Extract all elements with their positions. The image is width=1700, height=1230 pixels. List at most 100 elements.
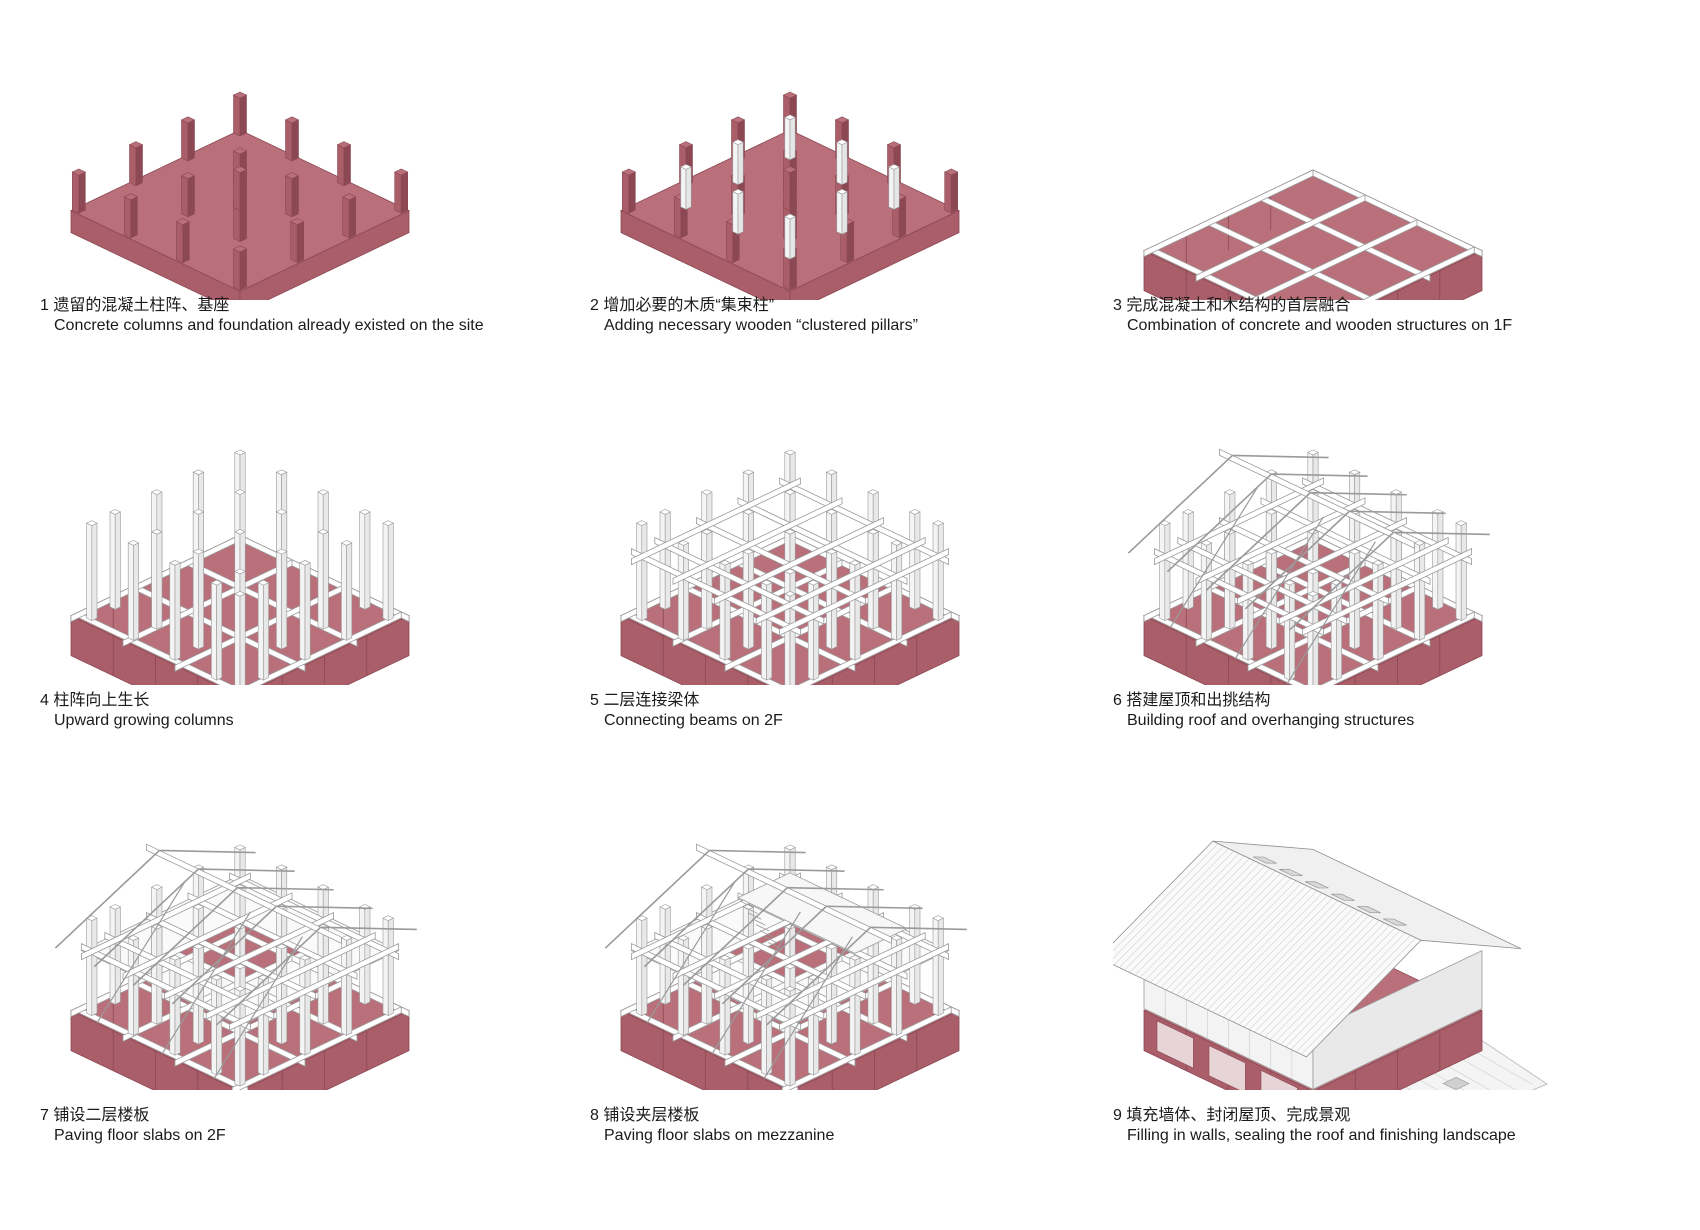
lattice-screen	[1260, 1069, 1298, 1090]
skylight	[1357, 906, 1381, 914]
wooden-column	[358, 509, 371, 610]
beam-2f	[81, 942, 251, 1031]
stair-tread	[759, 930, 774, 938]
concrete-column	[232, 91, 248, 137]
diagonal-brace	[1169, 485, 1259, 629]
beam-1f	[781, 1006, 952, 1090]
wooden-column	[317, 923, 330, 1025]
beam-2f	[164, 911, 335, 1000]
concrete-column	[290, 218, 305, 264]
wooden-column	[210, 974, 223, 1076]
deck-plank	[1438, 1060, 1491, 1090]
caption-zh: 完成混凝土和木结构的首层融合	[1126, 297, 1351, 314]
roof-seam	[1238, 907, 1354, 1025]
roof-seam	[1160, 870, 1276, 988]
deck-plank	[1453, 1053, 1517, 1090]
step-2-illustration	[620, 91, 960, 300]
roof-seam	[1139, 860, 1255, 978]
wooden-column	[85, 520, 98, 622]
rafter	[748, 868, 845, 872]
rafter	[198, 868, 295, 872]
skylight	[1331, 893, 1355, 901]
roof-seam	[1301, 937, 1416, 1055]
planter	[1442, 1076, 1470, 1090]
wooden-column	[317, 528, 330, 630]
wooden-column	[234, 985, 246, 1087]
step-4-illustration	[70, 449, 410, 685]
beam-2f	[229, 942, 400, 1031]
step-4-caption: 4 柱阵向上生长 Upward growing columns	[40, 691, 600, 731]
rafter	[320, 926, 417, 931]
roof-seam	[1134, 858, 1250, 976]
wooden-column	[932, 520, 945, 622]
beam-2f	[104, 931, 275, 1020]
step-5-caption: 5 二层连接梁体 Connecting beams on 2F	[590, 691, 1150, 731]
caption-en: Combination of concrete and wooden struc…	[1127, 317, 1513, 334]
rafter	[1393, 531, 1490, 536]
stair-tread	[756, 924, 770, 932]
step-6-illustration	[1127, 448, 1490, 685]
deck-plank	[1410, 1074, 1438, 1090]
step-number: 9	[1113, 1107, 1122, 1124]
concrete-column	[782, 166, 798, 212]
step-2: 2 增加必要的木质“集束柱” Adding necessary wooden “…	[590, 0, 1150, 420]
diagonal-brace	[1286, 541, 1376, 685]
step-9-illustration	[1113, 840, 1548, 1090]
deck-plank	[1396, 1081, 1412, 1090]
wooden-column	[784, 590, 796, 685]
wooden-column	[192, 943, 205, 1045]
wooden-column	[358, 904, 371, 1005]
rafter	[826, 905, 923, 910]
wooden-column	[109, 904, 122, 1005]
rafter	[1166, 473, 1272, 573]
step-7-caption: 7 铺设二层楼板 Paving floor slabs on 2F	[40, 1106, 600, 1146]
step-9: 9 填充墙体、封闭屋顶、完成景观 Filling in walls, seali…	[1113, 810, 1673, 1230]
step-8: 8 铺设夹层楼板 Paving floor slabs on mezzanine	[590, 810, 1150, 1230]
wooden-column	[1431, 509, 1444, 610]
rafter	[604, 849, 710, 949]
concrete-column	[123, 193, 138, 239]
rafter	[721, 905, 827, 1005]
wooden-column	[210, 579, 223, 681]
wooden-column	[85, 915, 98, 1017]
roof-seam	[1249, 912, 1364, 1030]
roof-seam	[1113, 848, 1229, 966]
roof-seam	[1285, 930, 1401, 1048]
roof-ridge-beam	[1219, 448, 1415, 549]
wooden-column	[150, 528, 163, 630]
wooden-column	[719, 559, 731, 661]
wooden-column	[760, 579, 773, 681]
rafter	[54, 849, 160, 949]
wooden-column	[1283, 579, 1296, 681]
beam-2f	[755, 536, 926, 625]
concrete-column	[284, 116, 300, 162]
beam-2f	[779, 547, 950, 636]
caption-en: Building roof and overhanging structures	[1127, 712, 1415, 729]
stair-tread	[748, 912, 762, 920]
beam-1f	[231, 1006, 402, 1090]
caption-en: Connecting beams on 2F	[604, 712, 783, 729]
concrete-column	[342, 193, 357, 239]
beam-2f	[1177, 536, 1348, 625]
beam-2f	[714, 516, 885, 605]
diagonal-brace	[1234, 516, 1324, 660]
wooden-column	[1455, 520, 1468, 622]
wooden-column	[849, 559, 861, 661]
wooden-column	[382, 915, 395, 1017]
beam-2f	[779, 477, 950, 566]
rafter	[93, 868, 199, 968]
step-4: 4 柱阵向上生长 Upward growing columns	[40, 395, 600, 815]
step-3: 3 完成混凝土和木结构的首层融合 Combination of concrete…	[1113, 0, 1673, 420]
step-6-caption: 6 搭建屋顶和出挑结构 Building roof and overhangin…	[1113, 691, 1673, 731]
beam-2f	[779, 942, 950, 1031]
wooden-column	[635, 915, 648, 1017]
step-3-caption: 3 完成混凝土和木结构的首层融合 Combination of concrete…	[1113, 296, 1673, 336]
wooden-column	[257, 579, 270, 681]
rafter	[159, 849, 256, 854]
roof-seam	[1119, 850, 1234, 968]
roof-seam	[1280, 927, 1396, 1045]
wooden-column	[1200, 540, 1213, 641]
roof-seam	[1223, 900, 1338, 1018]
caption-zh: 填充墙体、封闭屋顶、完成景观	[1126, 1107, 1351, 1124]
